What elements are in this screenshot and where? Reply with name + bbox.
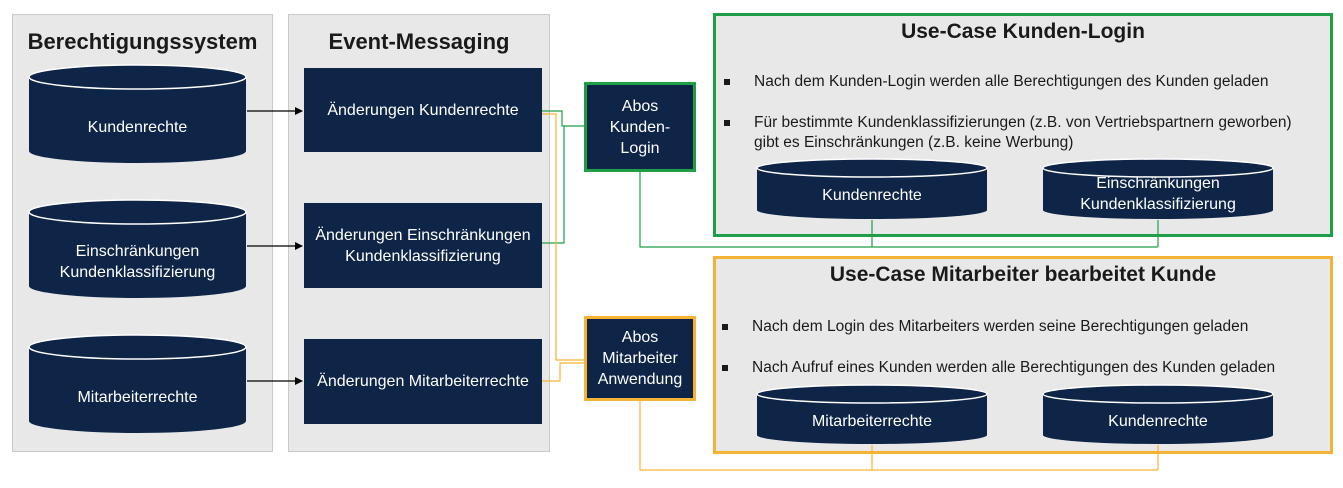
uc-mitarbeiter-db-kundenrechte: Kundenrechte bbox=[1042, 383, 1274, 445]
database-icon bbox=[756, 158, 988, 219]
event-messaging-title: Event-Messaging bbox=[328, 29, 510, 54]
uc-login-db-einschraenkungen: Einschränkungen Kundenklassifizierung bbox=[1042, 157, 1274, 220]
database-icon bbox=[1042, 158, 1274, 219]
event-aenderungen-mitarbeiterrechte: Änderungen Mitarbeiterrechte bbox=[304, 339, 542, 424]
database-icon bbox=[1042, 384, 1274, 444]
green-link-usecase bbox=[639, 172, 1158, 248]
orange-link-usecase bbox=[639, 400, 1158, 471]
db-label: Einschränkungen Kundenklassifizierung bbox=[59, 243, 216, 281]
event-aenderungen-einschraenkungen: Änderungen Einschränkungen Kundenklassif… bbox=[304, 203, 542, 288]
abos-mitarbeiter-anwendung: Abos Mitarbeiter Anwendung bbox=[584, 316, 696, 401]
bullet-icon bbox=[724, 79, 730, 85]
db-label: Einschränkungen Kundenklassifizierung bbox=[1080, 174, 1236, 213]
db-label: Kundenrechte bbox=[1108, 412, 1208, 430]
db-kundenrechte: Kundenrechte bbox=[28, 64, 247, 164]
usecase-kunden-login-title: Use-Case Kunden-Login bbox=[901, 20, 1145, 43]
db-mitarbeiterrechte: Mitarbeiterrechte bbox=[28, 334, 247, 434]
abos-kunden-login: Abos Kunden-Login bbox=[584, 82, 696, 172]
event-aenderungen-kundenrechte: Änderungen Kundenrechte bbox=[304, 68, 542, 152]
usecase-mitarbeiter-bullet-1: Nach dem Login des Mitarbeiters werden s… bbox=[722, 317, 1322, 337]
db-label: Kundenrechte bbox=[87, 118, 188, 136]
uc-login-db-kundenrechte: Kundenrechte bbox=[756, 157, 988, 220]
usecase-login-bullet-2: Für bestimmte Kundenklassifizierungen (z… bbox=[724, 113, 1294, 153]
usecase-login-bullet-1: Nach dem Kunden-Login werden alle Berech… bbox=[724, 72, 1324, 92]
green-link-einschraenkungen bbox=[542, 126, 565, 244]
orange-link-mitarbeiterrechte bbox=[542, 362, 585, 382]
db-einschraenkungen: Einschränkungen Kundenklassifizierung bbox=[28, 199, 247, 299]
database-icon bbox=[28, 199, 247, 298]
berechtigungssystem-title: Berechtigungssystem bbox=[27, 29, 258, 54]
db-label: Mitarbeiterrechte bbox=[77, 388, 198, 406]
bullet-icon bbox=[724, 120, 730, 126]
database-icon bbox=[28, 334, 247, 433]
usecase-mitarbeiter-title: Use-Case Mitarbeiter bearbeitet Kunde bbox=[829, 263, 1217, 286]
green-link-kundenrechte bbox=[542, 110, 585, 127]
bullet-icon bbox=[722, 324, 728, 330]
db-label: Mitarbeiterrechte bbox=[811, 412, 933, 430]
bullet-icon bbox=[722, 365, 728, 371]
database-icon bbox=[756, 384, 988, 444]
db-label: Kundenrechte bbox=[822, 187, 922, 204]
uc-mitarbeiter-db-mitarbeiterrechte: Mitarbeiterrechte bbox=[756, 383, 988, 445]
usecase-mitarbeiter-bullet-2: Nach Aufruf eines Kunden werden alle Ber… bbox=[722, 358, 1327, 378]
database-icon bbox=[28, 64, 247, 163]
orange-link-kundenrechte bbox=[542, 113, 585, 361]
